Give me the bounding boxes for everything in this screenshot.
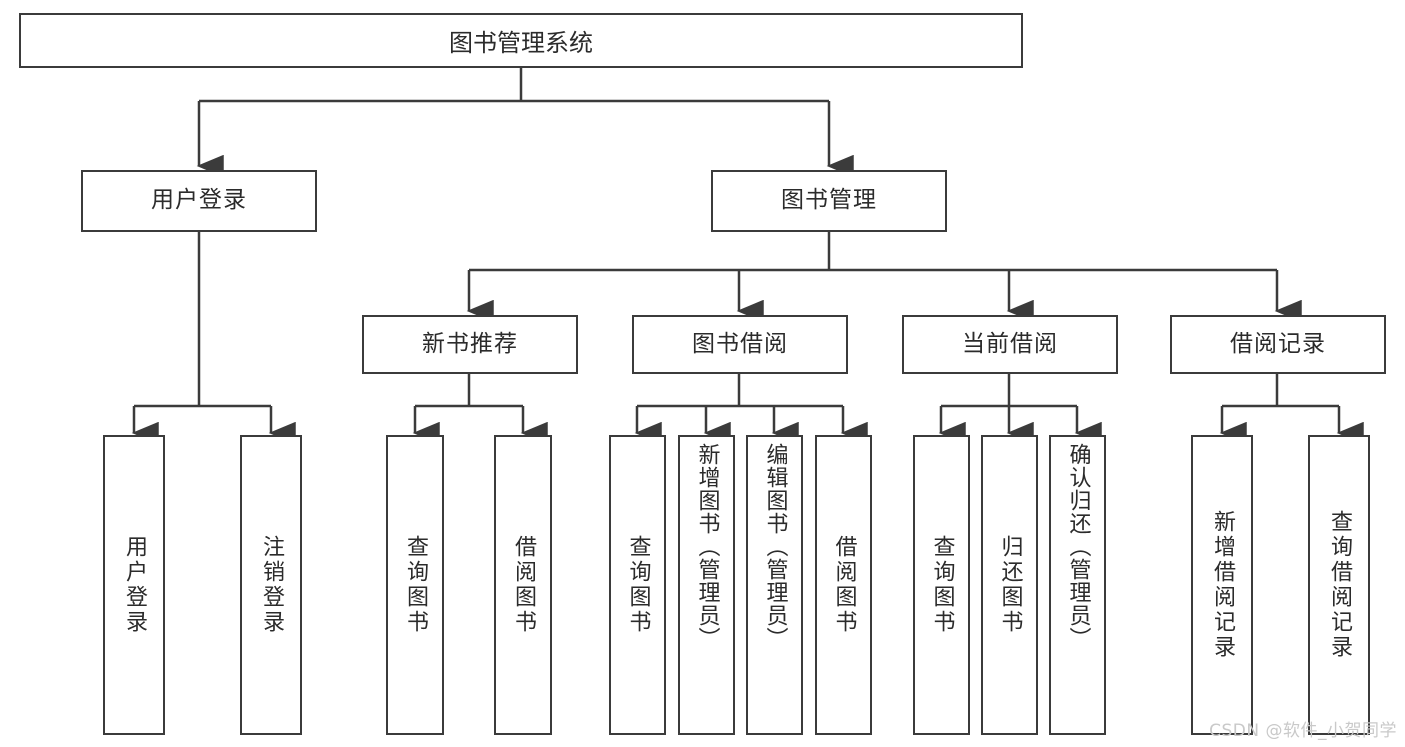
node-book-manage-label: 图书管理 (781, 187, 877, 214)
leaf-logout-label: 注销登录 (259, 535, 284, 635)
node-root-label: 图书管理系统 (449, 29, 593, 57)
leaf-query-book-current[interactable]: 查询图书 (913, 435, 970, 735)
node-user-login-label: 用户登录 (151, 187, 247, 214)
node-book-borrow-label: 图书借阅 (692, 330, 788, 357)
leaf-confirm-return-admin-label: 确认归还（管理员） (1065, 443, 1091, 650)
leaf-query-borrow-record[interactable]: 查询借阅记录 (1308, 435, 1370, 735)
leaf-query-book-borrow-label: 查询图书 (625, 535, 651, 635)
leaf-borrow-book-recommend[interactable]: 借阅图书 (494, 435, 552, 735)
node-borrow-record[interactable]: 借阅记录 (1170, 315, 1386, 374)
node-user-login[interactable]: 用户登录 (81, 170, 317, 232)
node-borrow-record-label: 借阅记录 (1230, 330, 1326, 357)
leaf-borrow-book-recommend-label: 借阅图书 (511, 535, 536, 635)
leaf-query-book-current-label: 查询图书 (929, 535, 955, 635)
node-new-book-recommend-label: 新书推荐 (422, 330, 518, 357)
leaf-logout[interactable]: 注销登录 (240, 435, 302, 735)
leaf-query-borrow-record-label: 查询借阅记录 (1327, 510, 1352, 660)
leaf-return-book-label: 归还图书 (997, 535, 1023, 635)
leaf-query-book-recommend[interactable]: 查询图书 (386, 435, 444, 735)
leaf-add-book-admin[interactable]: 新增图书（管理员） (678, 435, 735, 735)
node-current-borrow-label: 当前借阅 (962, 330, 1058, 357)
node-new-book-recommend[interactable]: 新书推荐 (362, 315, 578, 374)
leaf-add-borrow-record-label: 新增借阅记录 (1210, 510, 1235, 660)
node-current-borrow[interactable]: 当前借阅 (902, 315, 1118, 374)
leaf-query-book-recommend-label: 查询图书 (403, 535, 428, 635)
leaf-query-book-borrow[interactable]: 查询图书 (609, 435, 666, 735)
leaf-edit-book-admin-label: 编辑图书（管理员） (762, 443, 788, 650)
leaf-add-borrow-record[interactable]: 新增借阅记录 (1191, 435, 1253, 735)
leaf-user-login[interactable]: 用户登录 (103, 435, 165, 735)
node-root[interactable]: 图书管理系统 (19, 13, 1023, 68)
leaf-borrow-book-label: 借阅图书 (831, 535, 857, 635)
leaf-add-book-admin-label: 新增图书（管理员） (694, 443, 720, 650)
leaf-edit-book-admin[interactable]: 编辑图书（管理员） (746, 435, 803, 735)
leaf-return-book[interactable]: 归还图书 (981, 435, 1038, 735)
csdn-watermark: CSDN @软件_小贺同学 (1209, 721, 1397, 741)
node-book-borrow[interactable]: 图书借阅 (632, 315, 848, 374)
leaf-borrow-book[interactable]: 借阅图书 (815, 435, 872, 735)
leaf-user-login-label: 用户登录 (122, 535, 147, 635)
node-book-manage[interactable]: 图书管理 (711, 170, 947, 232)
leaf-confirm-return-admin[interactable]: 确认归还（管理员） (1049, 435, 1106, 735)
